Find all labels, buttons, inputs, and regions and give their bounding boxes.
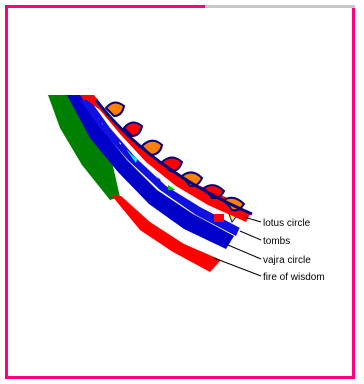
lotus-petal: [202, 184, 226, 200]
lotus-petal: [104, 101, 126, 118]
label-lotus-circle: lotus circle: [263, 218, 311, 229]
leader-tombs: [239, 230, 262, 241]
lotus-petal: [122, 121, 144, 138]
vajra-circle-ring: [67, 95, 240, 249]
leader-fire-of-wisdom: [213, 257, 262, 277]
lotus-inner-edge: [94, 99, 253, 216]
lotus-petal: [180, 171, 204, 188]
leader-lotus-circle: [243, 216, 262, 223]
lotus-circle-ring: [80, 95, 253, 222]
frame-top-edge: [205, 5, 355, 8]
leader-vajra-circle: [227, 244, 262, 260]
tombs-red-patch: [214, 214, 224, 222]
label-fire-of-wisdom: fire of wisdom: [263, 272, 325, 283]
diagram-frame: [5, 5, 355, 379]
fire-red-band: [112, 196, 221, 272]
label-tombs: tombs: [263, 236, 290, 247]
fire-green-band: [48, 95, 120, 200]
label-vajra-circle: vajra circle: [263, 255, 311, 266]
vajra-blue-band: [67, 95, 234, 249]
vajra-blue-band-inner: [80, 100, 240, 236]
leader-lines: [213, 216, 262, 277]
